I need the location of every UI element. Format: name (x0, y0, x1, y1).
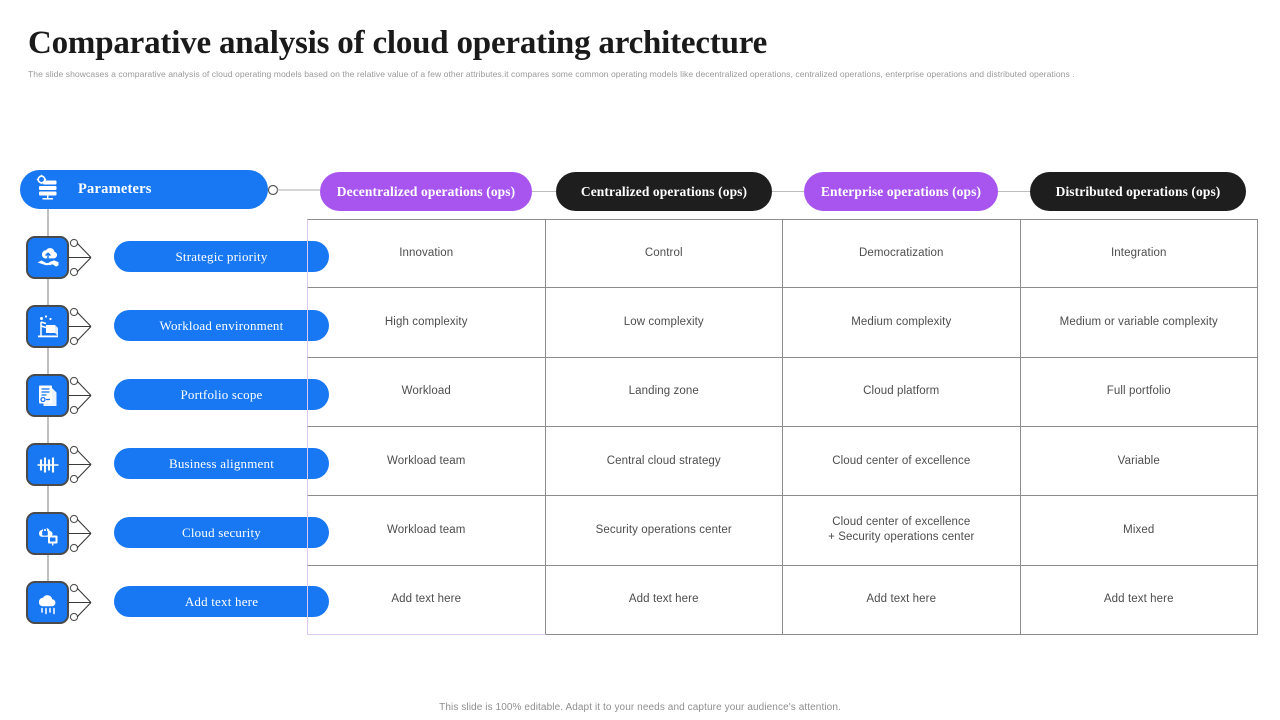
table-cell: Mixed (1020, 496, 1258, 566)
parameter-pill[interactable]: Business alignment (114, 448, 329, 479)
rail-link (69, 583, 92, 622)
parameters-connector (268, 184, 320, 196)
table-row: High complexity Low complexity Medium comp… (307, 288, 1258, 358)
parameter-label: Workload environment (159, 317, 284, 333)
footer-note: This slide is 100% editable. Adapt it to… (439, 702, 841, 713)
table-cell-text: Workload team (387, 454, 466, 467)
table-cell-text: Add text here (391, 593, 462, 606)
table-cell-text: Integration (1111, 247, 1167, 260)
table-row: Innovation Control Democratization Integrat… (307, 219, 1258, 289)
parameters-pill[interactable]: Parameters (20, 170, 268, 209)
page-title: Comparative analysis of cloud operating … (28, 25, 768, 61)
table-cell-text: Cloud platform (863, 385, 940, 398)
column-header-label: Distributed operations (ops) (1055, 183, 1221, 199)
table-cell: Workload team (307, 426, 546, 497)
table-cell: Low complexity (545, 288, 783, 358)
cloud-lock-icon (26, 512, 69, 555)
table-cell: Security operations center (545, 496, 783, 566)
cloud-rain-icon (26, 581, 69, 624)
table-cell-text: Mixed (1123, 523, 1155, 536)
table-cell-text: Full portfolio (1106, 385, 1171, 398)
comparison-table: Innovation Control Democratization Integrat… (307, 219, 1258, 635)
parameter-label: Cloud security (182, 524, 261, 540)
rail-link (69, 238, 92, 277)
table-cell: Variable (1020, 426, 1258, 497)
table-cell: Democratization (783, 219, 1021, 289)
table-cell: Integration (1020, 219, 1258, 289)
column-header-distributed[interactable]: Distributed operations (ops) (1030, 172, 1246, 211)
parameter-pill[interactable]: Workload environment (114, 310, 329, 341)
table-cell: Cloud platform (783, 357, 1021, 427)
table-cell: Cloud center of excellence + Security op… (783, 496, 1021, 566)
page-subtitle: The slide showcases a comparative analys… (28, 69, 1075, 79)
table-cell-text: Innovation (399, 247, 454, 260)
table-cell: High complexity (307, 288, 546, 358)
table-cell-text: Security operations center (595, 523, 732, 536)
table-cell: Add text here (783, 565, 1021, 635)
column-header-label: Enterprise operations (ops) (820, 183, 982, 199)
table-cell-text: Workload (401, 385, 451, 398)
table-cell-text: Low complexity (623, 315, 704, 328)
table-cell: Landing zone (545, 357, 783, 427)
table-cell-text: Central cloud strategy (606, 454, 721, 467)
handshake-cloud-icon (26, 236, 69, 279)
column-header-label: Centralized operations (ops) (580, 183, 748, 199)
server-settings-icon (34, 174, 60, 205)
table-cell-text: Medium complexity (851, 315, 952, 328)
header-connector-1 (532, 191, 556, 192)
rail-link (69, 376, 92, 415)
parameter-pill[interactable]: Strategic priority (114, 241, 329, 272)
workload-environment-icon (26, 305, 69, 348)
table-cell: Workload (307, 357, 546, 427)
parameter-label: Add text here (184, 593, 259, 609)
alignment-bars-icon (26, 443, 69, 486)
table-cell-text: Democratization (858, 247, 944, 260)
table-row: Add text here Add text here Add text here A… (307, 565, 1258, 635)
parameter-pill[interactable]: Portfolio scope (114, 379, 329, 410)
table-cell-text: Landing zone (628, 385, 699, 398)
table-row: Workload team Central cloud strategy Cloud… (307, 426, 1258, 497)
table-cell: Central cloud strategy (545, 426, 783, 497)
column-header-decentralized[interactable]: Decentralized operations (ops) (320, 172, 532, 211)
header-connector-3 (998, 191, 1030, 192)
column-header-centralized[interactable]: Centralized operations (ops) (556, 172, 772, 211)
parameters-pill-label: Parameters (78, 181, 152, 197)
parameter-pill[interactable]: Add text here (114, 586, 329, 617)
table-cell-text: Medium or variable complexity (1059, 315, 1218, 328)
column-header-enterprise[interactable]: Enterprise operations (ops) (804, 172, 998, 211)
table-cell: Medium complexity (783, 288, 1021, 358)
table-cell-text: Cloud center of excellence + Security op… (828, 516, 975, 544)
table-cell-text: Control (644, 247, 683, 260)
table-cell-text: Add text here (1103, 593, 1174, 606)
parameter-label: Portfolio scope (180, 386, 263, 402)
table-cell: Add text here (545, 565, 783, 635)
table-cell-text: Cloud center of excellence (832, 454, 971, 467)
parameter-label: Business alignment (168, 455, 275, 471)
table-cell: Workload team (307, 496, 546, 566)
parameter-pill[interactable]: Cloud security (114, 517, 329, 548)
table-cell: Cloud center of excellence (783, 426, 1021, 497)
document-portfolio-icon (26, 374, 69, 417)
table-cell: Full portfolio (1020, 357, 1258, 427)
table-row: Workload team Security operations center C… (307, 496, 1258, 566)
table-cell-text: Add text here (866, 593, 937, 606)
table-cell: Medium or variable complexity (1020, 288, 1258, 358)
table-cell: Add text here (1020, 565, 1258, 635)
table-cell: Control (545, 219, 783, 289)
parameter-label: Strategic priority (175, 248, 268, 264)
column-header-label: Decentralized operations (ops) (336, 183, 516, 199)
rail-link (69, 445, 92, 484)
rail-link (69, 514, 92, 553)
table-cell-text: High complexity (384, 315, 468, 328)
corner-stripes-decoration (1160, 0, 1280, 120)
table-row: Workload Landing zone Cloud platform Full p… (307, 357, 1258, 427)
header-connector-2 (772, 191, 804, 192)
table-cell-text: Workload team (387, 523, 466, 536)
table-cell-text: Variable (1117, 454, 1160, 467)
table-cell-text: Add text here (628, 593, 699, 606)
table-cell: Innovation (307, 219, 546, 289)
rail-link (69, 307, 92, 346)
table-cell: Add text here (307, 565, 546, 635)
